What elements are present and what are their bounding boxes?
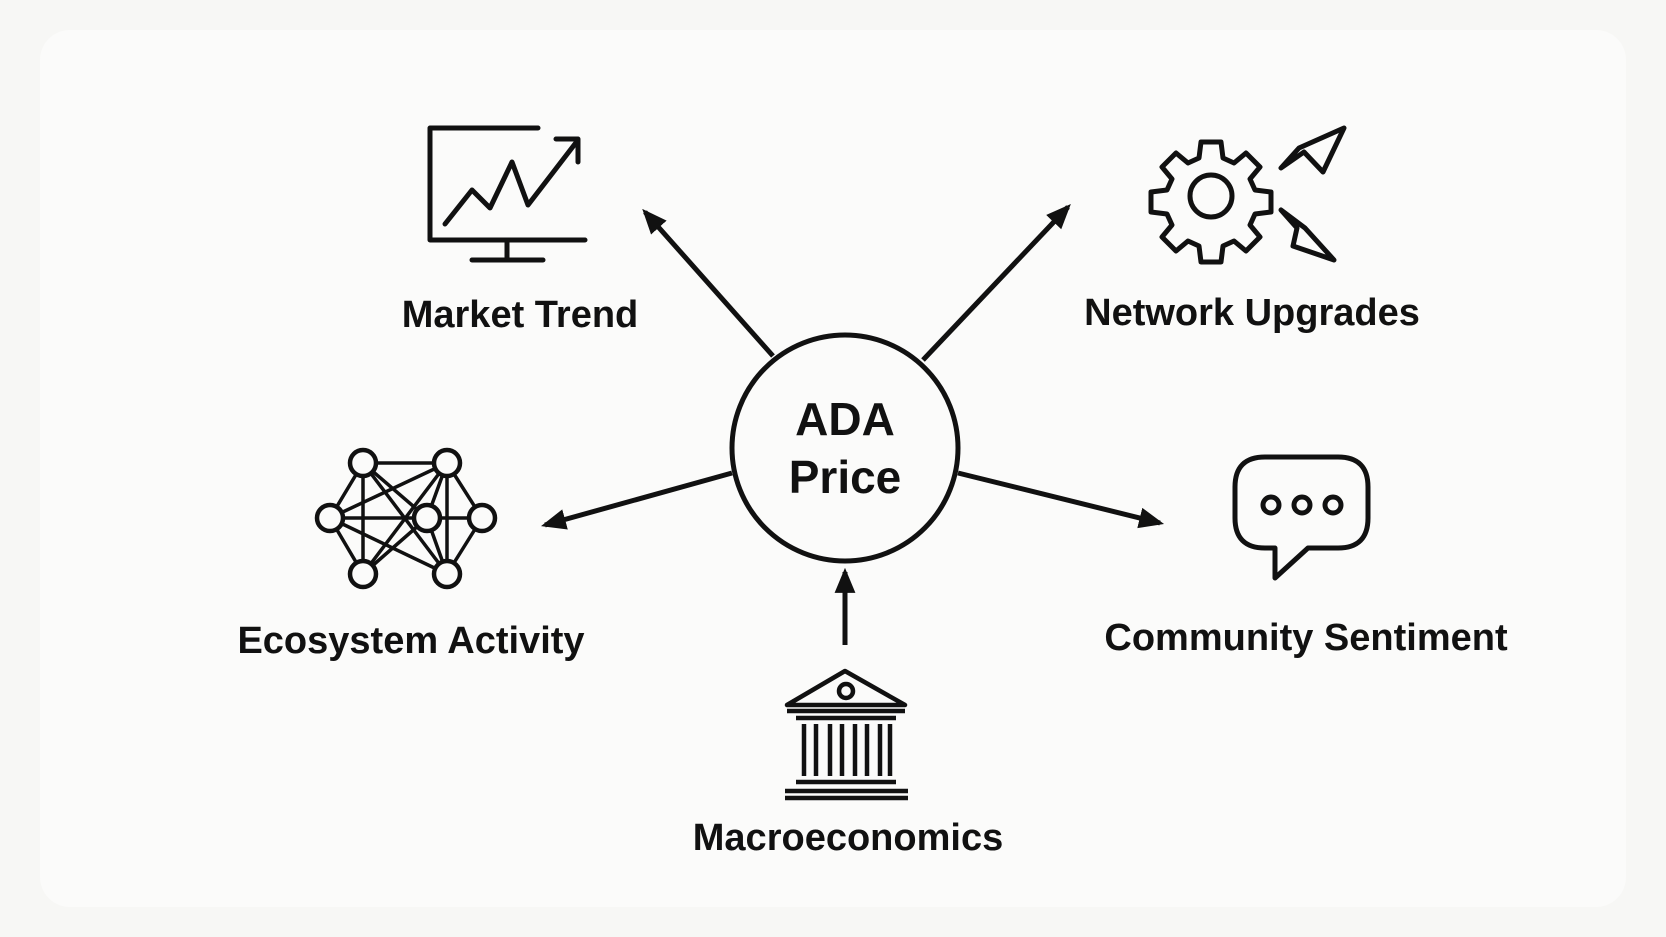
center-label-line2: Price <box>788 451 902 503</box>
arrow-to-network-upgrades <box>921 203 1071 362</box>
gear-arrows-icon <box>1148 125 1347 265</box>
center-node <box>729 332 961 564</box>
ecosystem-activity-label: Ecosystem Activity <box>237 620 585 662</box>
arrow-to-community-sentiment <box>957 470 1165 529</box>
market-trend-label: Market Trend <box>401 294 639 336</box>
center-node-label: ADA Price <box>789 390 902 506</box>
center-label-line1: ADA <box>795 393 895 445</box>
arrow-to-ecosystem-activity <box>540 470 733 530</box>
bank-building-icon <box>784 668 908 801</box>
macroeconomics-label: Macroeconomics <box>692 817 1004 859</box>
chat-bubble-icon <box>1232 454 1371 581</box>
arrow-to-market-trend <box>642 208 775 358</box>
community-sentiment-label: Community Sentiment <box>1104 617 1508 659</box>
monitor-trend-icon <box>427 125 588 263</box>
network-upgrades-label: Network Upgrades <box>1084 292 1420 334</box>
network-graph-icon <box>314 447 498 590</box>
